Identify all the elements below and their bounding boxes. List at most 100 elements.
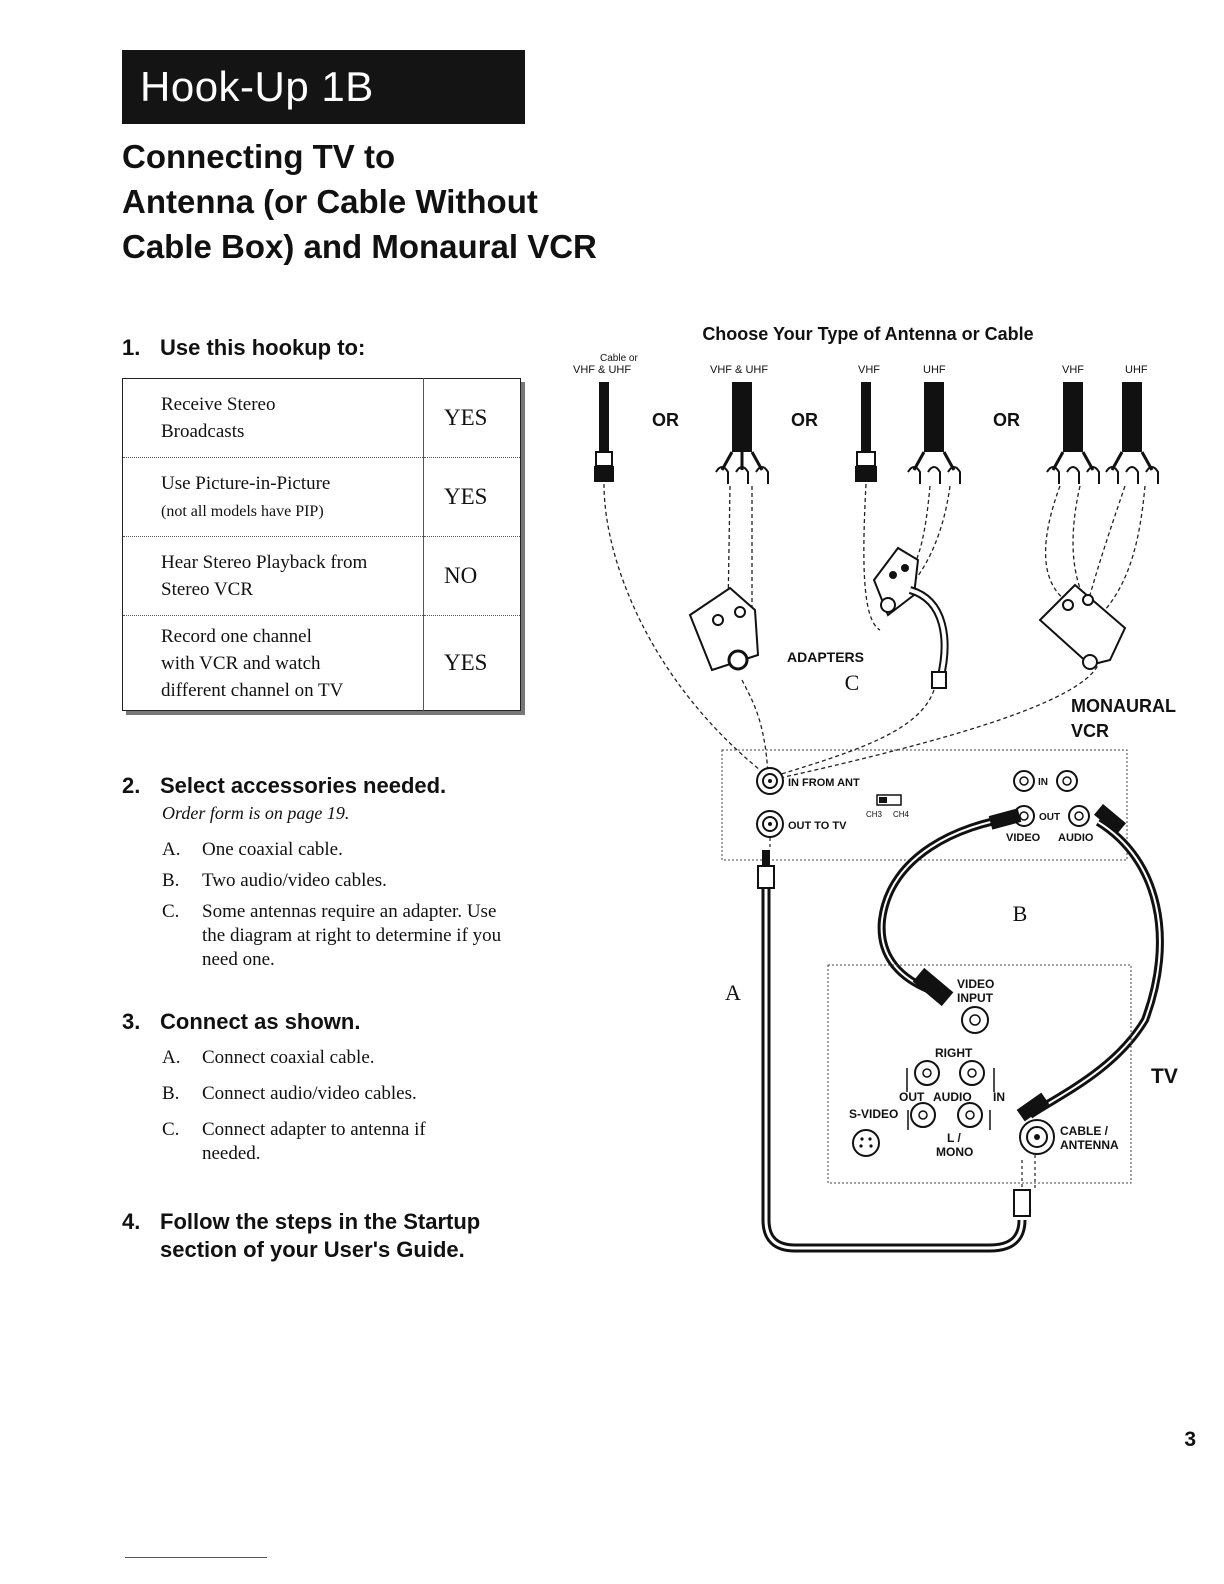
vcr-in-label: IN [1038,777,1048,788]
antenna-1-label-a: Cable or [600,353,638,364]
tv-in-label: IN [993,1090,1005,1104]
step-1-heading: 1. Use this hookup to: [122,334,365,362]
step-4-heading: 4.Follow the steps in the Startup sectio… [122,1208,480,1264]
item-letter: A. [162,1047,181,1068]
tv-cable-antenna-jack [1019,1119,1055,1155]
list-item: A.One coaxial cable. [162,838,507,862]
antenna-2-label: VHF & UHF [710,364,768,376]
coaxial-cable-a [757,838,1031,1253]
tv-out-label: OUT [899,1090,925,1104]
or-label-1: OR [652,410,679,430]
tv-audio-in-left-jack [957,1102,983,1128]
tv-video-label: VIDEO [957,977,994,991]
coax-antenna-icon [594,382,614,482]
hookup-diagram: Choose Your Type of Antenna or Cable Cab… [573,324,1178,1253]
feature-cell: Use Picture-in-Picture (not all models h… [122,457,424,537]
separate-vhf-uhf-antenna-icon [855,382,961,484]
table-row: Receive Stereo Broadcasts YES [122,378,521,458]
adapter-icon [872,546,949,689]
footer-rule [125,1557,267,1558]
vcr-in-from-ant-jack [756,767,784,795]
tv-label: TV [1151,1065,1178,1088]
accessories-list: A.One coaxial cable. B.Two audio/video c… [162,838,507,979]
feature-text: Stereo VCR [161,579,254,600]
step-1-text: Use this hookup to: [160,335,366,360]
vcr-video-label: VIDEO [1006,832,1041,844]
hookup-uses-table: Receive Stereo Broadcasts YES Use Pictur… [122,378,521,711]
step-3-text: Connect as shown. [160,1009,361,1034]
item-text: Connect adapter to antenna if needed. [202,1119,426,1164]
diagram-title: Choose Your Type of Antenna or Cable [702,324,1033,344]
tv-audio-in-right-jack [959,1060,985,1086]
list-item: C.Some antennas require an adapter. Use … [162,900,507,972]
item-text: Connect coaxial cable. [202,1047,375,1068]
antenna-4-vhf-label: VHF [1062,364,1084,376]
feature-text: Record one channel [161,625,312,647]
adapter-icon [688,586,760,672]
title-line-1: Connecting TV to [122,138,396,175]
item-letter: B. [162,1083,180,1104]
adapters-label: ADAPTERS [787,649,864,665]
page-number: 3 [1184,1428,1196,1451]
list-item: C. Connect adapter to antenna if needed. [162,1118,462,1166]
step-2-number: 2. [122,773,141,798]
page-title: Connecting TV to Antenna (or Cable Witho… [122,134,597,269]
vcr-label-line-2: VCR [1071,721,1109,741]
vcr-out-label: OUT [1039,812,1060,823]
tv-audio-out-left-jack [910,1102,936,1128]
step-3-heading: 3. Connect as shown. [122,1008,360,1036]
tv-svideo-label: S-VIDEO [849,1107,898,1121]
tv-antenna-label: ANTENNA [1060,1138,1119,1152]
antenna-4-uhf-label: UHF [1125,364,1148,376]
item-text: Connect audio/video cables. [202,1083,417,1104]
step-1-number: 1. [122,335,141,360]
cable-b-label: B [1013,901,1028,926]
feature-cell: Hear Stereo Playback from Stereo VCR [122,536,424,616]
audio-video-cables-b [877,803,1164,1122]
vcr-out-to-tv-label: OUT TO TV [788,820,847,832]
list-item: B.Two audio/video cables. [162,869,507,893]
ch3-label: CH3 [866,810,883,819]
item-letter: C. [162,1119,180,1140]
tv-right-label: RIGHT [935,1046,973,1060]
step-2-text: Select accessories needed. [160,773,447,798]
vcr-out-to-tv-jack [756,810,784,838]
order-form-note: Order form is on page 19. [162,803,350,823]
or-label-2: OR [791,410,818,430]
feature-text: Broadcasts [161,421,245,442]
item-text: Some antennas require an adapter. Use th… [202,901,502,970]
feature-text: Use Picture-in-Picture [161,472,331,494]
tv-cable-label: CABLE / [1060,1124,1109,1138]
vcr-audio-out-jack [1068,805,1090,827]
cable-a-label: A [725,980,741,1005]
two-twin-lead-antenna-icon [1046,382,1159,484]
table-row: Use Picture-in-Picture (not all models h… [122,457,521,537]
item-text: One coaxial cable. [202,839,343,860]
antenna-3-vhf-label: VHF [858,364,880,376]
vcr-label-line-1: MONAURAL [1071,696,1176,716]
or-label-3: OR [993,410,1020,430]
ch4-label: CH4 [893,810,910,819]
twin-lead-antenna-icon [715,382,769,484]
tv-input-label: INPUT [957,991,994,1005]
feature-cell: Receive Stereo Broadcasts [122,378,424,458]
tv-video-input-jack [961,1006,989,1034]
step-3-number: 3. [122,1009,141,1034]
title-line-2: Antenna (or Cable Without [122,183,538,220]
hookup-banner: Hook-Up 1B [122,50,525,124]
adapter-letter: C [845,670,860,695]
tv-l-label: L / [947,1131,961,1145]
feature-text: Receive Stereo [161,394,276,415]
vcr-audio-in-jack [1056,770,1078,792]
feature-text: with VCR and watch [161,652,321,674]
vcr-back-panel: IN FROM ANT OUT TO TV CH3 CH4 IN OUT VID… [721,749,1128,861]
antenna-3-uhf-label: UHF [923,364,946,376]
feature-note: (not all models have PIP) [161,502,324,520]
table-row: Hear Stereo Playback from Stereo VCR NO [122,536,521,616]
step-4-number: 4. [122,1209,141,1234]
item-text: Two audio/video cables. [202,870,387,891]
connect-steps-list: A. Connect coaxial cable. B. Connect audio… [162,1046,462,1173]
answer-cell: NO [423,536,521,616]
antenna-1-label-b: VHF & UHF [573,364,631,376]
step-4-text-1: Follow the steps in the Startup [160,1209,481,1234]
